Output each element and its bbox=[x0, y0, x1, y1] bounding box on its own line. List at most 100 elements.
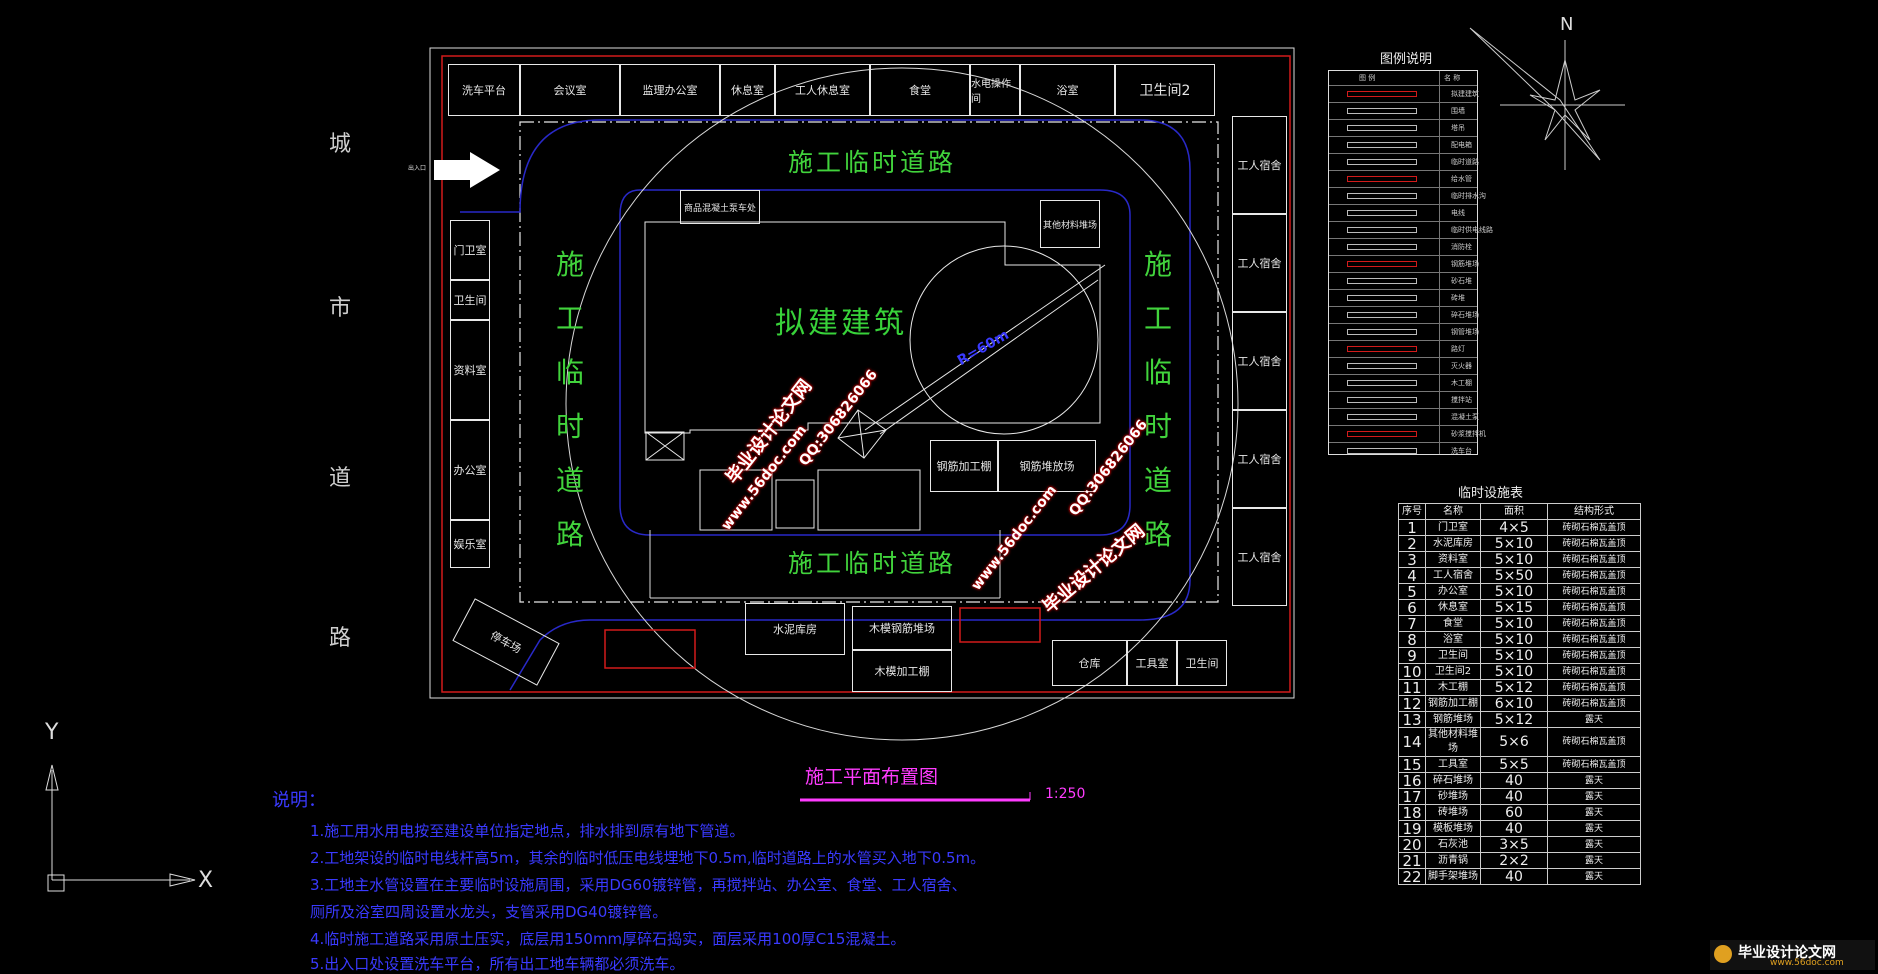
facility-table-title: 临时设施表 bbox=[1458, 486, 1524, 501]
note-line-1: 1.施工用水用电按至建设单位指定地点，排水排到原有地下管道。 bbox=[310, 822, 745, 840]
table-cell: 40 bbox=[1480, 820, 1548, 837]
table-cell: 钢筋加工棚 bbox=[1425, 695, 1481, 712]
table-cell: 19 bbox=[1398, 820, 1426, 837]
city-road-char-3: 道 bbox=[328, 466, 351, 491]
top-room-6: 食堂 bbox=[870, 64, 970, 116]
legend-item: 电线 bbox=[1329, 204, 1477, 221]
legend-item-label: 临时排水沟 bbox=[1451, 192, 1486, 200]
table-cell: 5×10 bbox=[1480, 583, 1548, 600]
table-cell: 2 bbox=[1398, 535, 1426, 552]
table-cell: 14 bbox=[1398, 727, 1426, 757]
city-road-char-2: 市 bbox=[328, 296, 351, 321]
table-cell: 钢筋堆场 bbox=[1425, 711, 1481, 728]
box-symbol bbox=[645, 431, 685, 461]
table-cell: 脚手架堆场 bbox=[1425, 868, 1481, 885]
table-cell: 5×10 bbox=[1480, 551, 1548, 568]
table-cell: 13 bbox=[1398, 711, 1426, 728]
legend-item: 围墙 bbox=[1329, 102, 1477, 119]
table-cell: 碎石堆场 bbox=[1425, 772, 1481, 789]
table-cell: 3 bbox=[1398, 551, 1426, 568]
road-right-label: 施工临时道路 bbox=[1143, 248, 1172, 551]
legend-item-label: 配电箱 bbox=[1451, 141, 1472, 149]
temp-power-line bbox=[519, 121, 1219, 603]
table-cell: 20 bbox=[1398, 836, 1426, 853]
legend-item: 搅拌站 bbox=[1329, 391, 1477, 408]
legend-item: 混凝土泵 bbox=[1329, 408, 1479, 425]
legend-item-label: 木工棚 bbox=[1451, 379, 1472, 387]
ucs-origin-box bbox=[47, 874, 65, 892]
legend-item-label: 给水管 bbox=[1451, 175, 1472, 183]
table-cell: 木工棚 bbox=[1425, 679, 1481, 696]
legend-item: 灭火器 bbox=[1329, 357, 1477, 374]
legend-item-label: 电线 bbox=[1451, 209, 1465, 217]
table-cell: 砂堆场 bbox=[1425, 788, 1481, 805]
table-cell: 5×10 bbox=[1480, 615, 1548, 632]
top-room-3: 监理办公室 bbox=[620, 64, 720, 116]
legend-item: 塔吊 bbox=[1329, 119, 1477, 136]
road-left-label: 施工临时道路 bbox=[555, 248, 584, 551]
legend-symbol bbox=[1347, 159, 1417, 165]
table-cell: 6×10 bbox=[1480, 695, 1548, 712]
legend-symbol bbox=[1347, 380, 1417, 386]
legend-item-label: 灭火器 bbox=[1451, 362, 1472, 370]
legend-item-label: 钢管堆场 bbox=[1451, 328, 1479, 336]
legend-item-label: 拟建建筑 bbox=[1451, 90, 1479, 98]
table-cell: 露天 bbox=[1547, 711, 1641, 728]
legend-item-label: 临时供电线路 bbox=[1451, 226, 1493, 234]
right-room-3: 工人宿舍 bbox=[1232, 312, 1287, 410]
right-room-4: 工人宿舍 bbox=[1232, 410, 1287, 508]
legend-item-label: 砂石堆 bbox=[1451, 277, 1472, 285]
table-cell: 5×5 bbox=[1480, 756, 1548, 773]
table-cell: 60 bbox=[1480, 804, 1548, 821]
table-cell: 40 bbox=[1480, 868, 1548, 885]
bottom-room-3: 木模加工棚 bbox=[852, 650, 952, 692]
footer-site-text: www.56doc.com bbox=[1770, 958, 1844, 968]
table-cell: 砖砌石棉瓦盖顶 bbox=[1547, 583, 1641, 600]
city-road-char-1: 城 bbox=[328, 132, 351, 157]
legend-symbol bbox=[1347, 414, 1417, 420]
left-room-4: 办公室 bbox=[450, 420, 490, 520]
legend-item-label: 混凝土泵 bbox=[1451, 413, 1479, 421]
table-cell: 砖砌石棉瓦盖顶 bbox=[1547, 663, 1641, 680]
table-cell: 模板堆场 bbox=[1425, 820, 1481, 837]
crane-arm bbox=[864, 264, 1106, 431]
table-cell: 办公室 bbox=[1425, 583, 1481, 600]
table-cell: 砖砌石棉瓦盖顶 bbox=[1547, 727, 1641, 757]
table-cell: 18 bbox=[1398, 804, 1426, 821]
left-room-5: 娱乐室 bbox=[450, 520, 490, 568]
y-axis-label: Y bbox=[45, 720, 59, 745]
table-cell: 砖砌石棉瓦盖顶 bbox=[1547, 679, 1641, 696]
right-room-5: 工人宿舍 bbox=[1232, 508, 1287, 606]
table-header: 名称 bbox=[1425, 503, 1481, 520]
legend-symbol bbox=[1347, 142, 1417, 148]
legend-title: 图例说明 bbox=[1380, 52, 1433, 67]
table-cell: 砖砌石棉瓦盖顶 bbox=[1547, 567, 1641, 584]
table-cell: 露天 bbox=[1547, 788, 1641, 805]
table-cell: 10 bbox=[1398, 663, 1426, 680]
top-room-8: 浴室 bbox=[1020, 64, 1115, 116]
table-cell: 12 bbox=[1398, 695, 1426, 712]
legend-item: 给水管 bbox=[1329, 170, 1477, 187]
table-cell: 6 bbox=[1398, 599, 1426, 616]
legend-divider bbox=[1439, 71, 1440, 454]
legend-item-label: 搅拌站 bbox=[1451, 396, 1472, 404]
legend-symbol bbox=[1347, 261, 1417, 267]
table-cell: 21 bbox=[1398, 852, 1426, 869]
table-cell: 浴室 bbox=[1425, 631, 1481, 648]
table-cell: 砖堆场 bbox=[1425, 804, 1481, 821]
gravel-yard bbox=[817, 469, 921, 531]
legend-symbol bbox=[1347, 244, 1417, 250]
legend-item: 砂石堆 bbox=[1329, 272, 1477, 289]
legend-symbol bbox=[1347, 329, 1417, 335]
tower-crane-symbol bbox=[837, 409, 887, 459]
